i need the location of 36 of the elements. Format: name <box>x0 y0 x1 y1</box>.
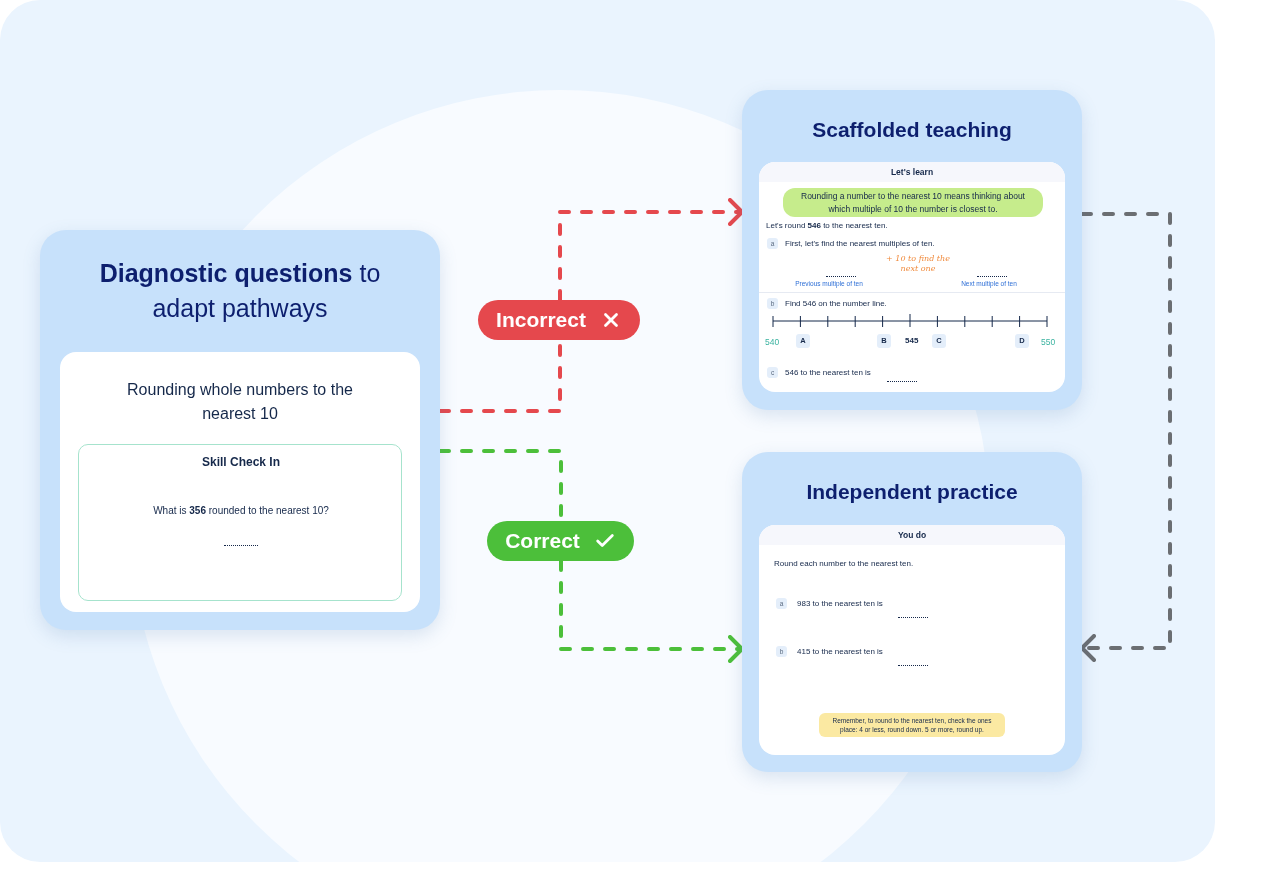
pill-label: Correct <box>505 529 580 553</box>
number-label: 540 <box>765 337 780 347</box>
worksheet-panel <box>759 525 1065 755</box>
card-title: Scaffolded teaching <box>811 118 1013 142</box>
worksheet-panel <box>759 162 1065 392</box>
dashed-arrow <box>559 559 744 663</box>
instruction-text: Round each number to the nearest ten. <box>774 559 914 568</box>
instruction-text: 546 to the nearest ten is <box>785 368 871 377</box>
worksheet-title: Rounding whole numbers to the nearest 10 <box>126 380 354 424</box>
question-text: 983 to the nearest ten is <box>797 599 883 608</box>
dashed-arrow <box>558 198 744 302</box>
teaching-card <box>742 90 1082 410</box>
card-title: Diagnostic questions to adapt pathways <box>98 258 382 324</box>
instruction-text: Find 546 on the number line. <box>785 299 887 308</box>
definition-text: Rounding a number to the nearest 10 means thinking about which multiple of 10 the number is closest to. <box>800 190 1026 215</box>
definition-box <box>783 188 1043 217</box>
question-text: What is 356 rounded to the nearest 10? <box>152 505 330 516</box>
question-heading: Skill Check In <box>201 455 281 469</box>
dashed-arrow <box>1080 212 1172 662</box>
worksheet-heading: You do <box>896 530 928 540</box>
pill-label: Incorrect <box>496 308 586 332</box>
incorrect-pill <box>478 300 640 340</box>
practice-card <box>742 452 1082 772</box>
handwritten-note: + 10 to find the next one <box>885 254 951 274</box>
question-card <box>78 444 402 601</box>
worksheet-panel <box>60 352 420 612</box>
tip-note <box>819 713 1005 737</box>
card-title: Independent practice <box>805 480 1019 504</box>
instruction-text: Let's round 546 to the nearest ten. <box>766 221 888 230</box>
number-label: 545 <box>905 336 919 345</box>
diagnostic-card <box>40 230 440 630</box>
instruction-text: First, let's find the nearest multiples of ten. <box>785 239 935 248</box>
number-label: 550 <box>1041 337 1056 347</box>
question-text: 415 to the nearest ten is <box>797 647 883 656</box>
worksheet-heading: Let's learn <box>889 167 935 177</box>
correct-pill <box>487 521 634 561</box>
